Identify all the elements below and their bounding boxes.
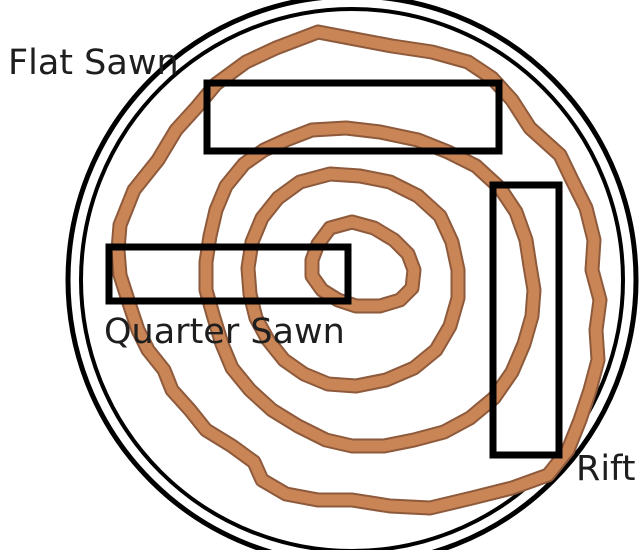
quarter-sawn-label: Quarter Sawn	[104, 312, 345, 352]
growth-rings	[118, 32, 600, 508]
flat-sawn-cut-box	[207, 83, 499, 151]
rift-label: Rift	[576, 449, 635, 489]
ring-second	[248, 174, 458, 386]
flat-sawn-label: Flat Sawn	[8, 43, 179, 83]
log-inner-outline	[81, 9, 623, 550]
ring-pith	[312, 222, 414, 306]
